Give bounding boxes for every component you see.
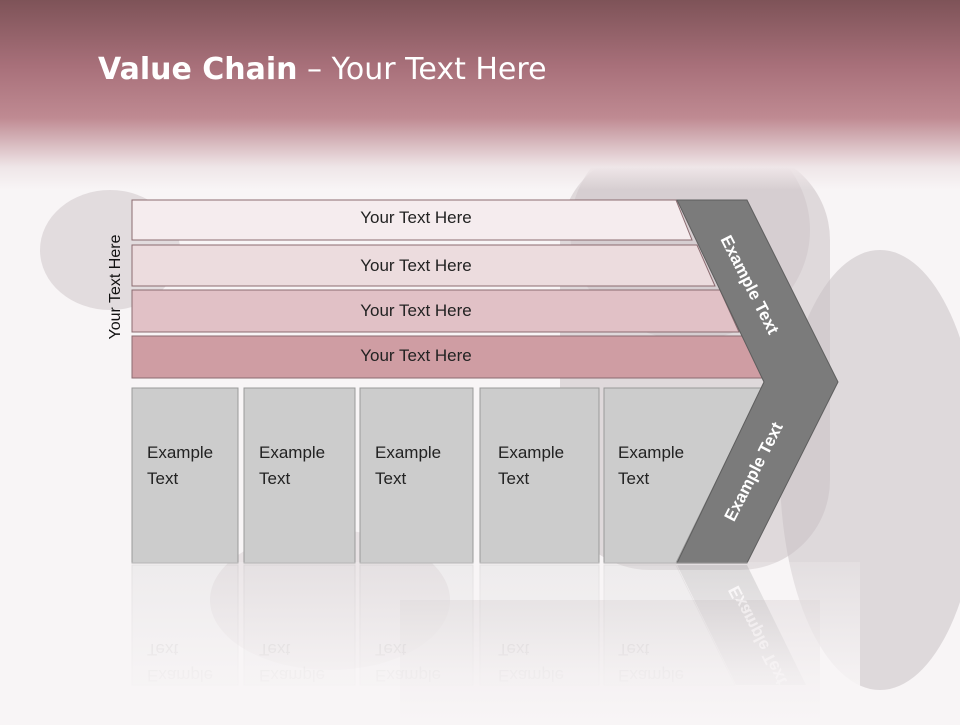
column-label-line1: Example bbox=[375, 443, 442, 462]
title-strong: Value Chain bbox=[98, 52, 298, 87]
column-label-line1: Example bbox=[498, 443, 565, 462]
column-label-line2: Text bbox=[498, 469, 530, 488]
primary-column-4 bbox=[479, 387, 600, 564]
column-label-line1: Example bbox=[147, 443, 214, 462]
reflection-fade bbox=[120, 562, 860, 722]
page-title: Value Chain – Your Text Here bbox=[98, 52, 547, 87]
column-label-line2: Text bbox=[618, 469, 650, 488]
primary-column-3 bbox=[359, 387, 474, 564]
title-rest: – Your Text Here bbox=[297, 52, 547, 87]
support-bar-label-4: Your Text Here bbox=[360, 346, 472, 365]
support-bar-1 bbox=[131, 199, 693, 241]
primary-column-1 bbox=[131, 387, 239, 564]
support-bar-2 bbox=[131, 244, 716, 287]
support-bar-label-3: Your Text Here bbox=[360, 301, 472, 320]
primary-column-2 bbox=[243, 387, 356, 564]
column-label-line1: Example bbox=[618, 443, 685, 462]
support-bar-label-1: Your Text Here bbox=[360, 208, 472, 227]
support-bar-3 bbox=[131, 289, 740, 333]
column-label-line1: Example bbox=[259, 443, 326, 462]
header-band bbox=[0, 0, 960, 190]
column-label-line2: Text bbox=[375, 469, 407, 488]
support-bar-label-2: Your Text Here bbox=[360, 256, 472, 275]
column-label-line2: Text bbox=[259, 469, 291, 488]
column-label-line2: Text bbox=[147, 469, 179, 488]
